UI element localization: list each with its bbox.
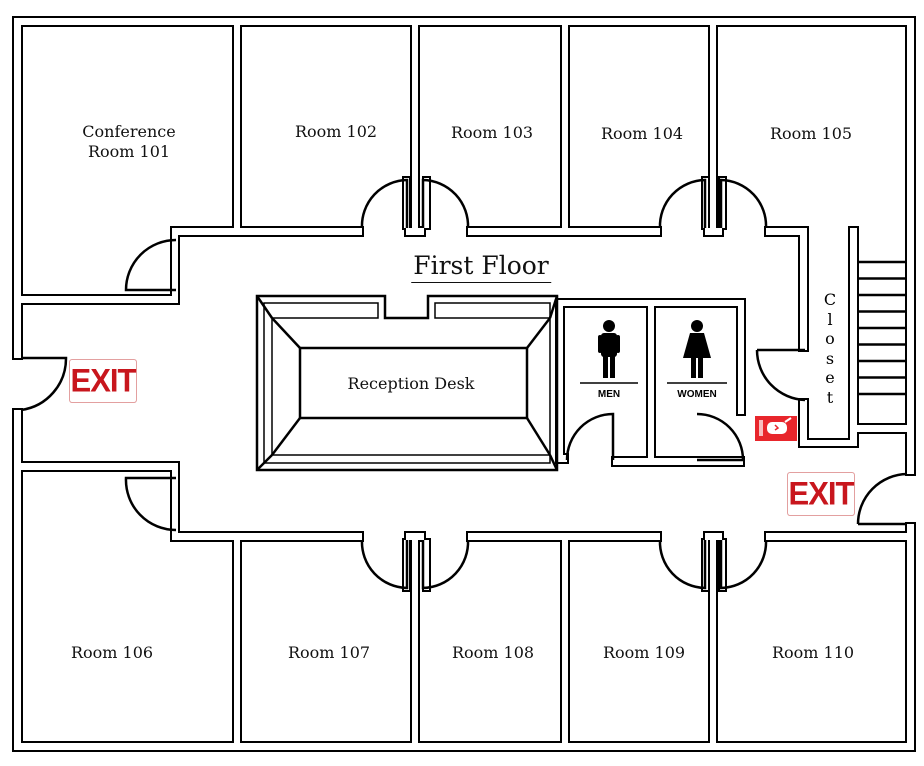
wall xyxy=(720,178,725,228)
room-107-label[interactable]: Room 107 xyxy=(287,643,371,662)
wall xyxy=(800,228,807,350)
door-left-exit xyxy=(20,356,68,412)
room-101-label-line1: Conference xyxy=(82,122,176,141)
wall xyxy=(648,300,654,460)
door-closet xyxy=(755,349,806,402)
wall xyxy=(720,540,725,590)
wall xyxy=(907,18,914,474)
wall xyxy=(705,228,722,235)
closet-letter: t xyxy=(826,387,834,407)
wall xyxy=(21,463,176,470)
room-110-label[interactable]: Room 110 xyxy=(771,643,855,662)
wall xyxy=(234,540,240,743)
wall xyxy=(468,228,660,235)
closet-letter: o xyxy=(825,329,835,348)
door-106 xyxy=(124,476,177,532)
door-women xyxy=(696,412,745,462)
wall xyxy=(172,228,362,235)
wall xyxy=(557,300,563,460)
closet-letter: s xyxy=(825,348,835,368)
closet-letter: C xyxy=(823,290,837,309)
wall xyxy=(800,440,857,446)
wall xyxy=(850,425,907,432)
door-107 xyxy=(360,539,409,590)
reception-desk-shape xyxy=(255,294,559,472)
room-108-label[interactable]: Room 108 xyxy=(451,643,535,662)
closet-letter: e xyxy=(825,368,835,387)
wall xyxy=(424,178,429,228)
wall xyxy=(412,25,418,228)
door-105 xyxy=(719,178,768,229)
wall xyxy=(14,410,21,750)
door-103 xyxy=(421,178,470,229)
women-icon xyxy=(667,320,727,384)
door-102 xyxy=(360,178,409,229)
wall xyxy=(14,743,914,750)
wall xyxy=(234,25,240,228)
room-105-label[interactable]: Room 105 xyxy=(769,124,853,143)
fire-extinguisher-icon xyxy=(755,416,797,441)
exit-sign-left: EXIT xyxy=(69,358,137,404)
wall xyxy=(468,533,660,540)
reception-desk-label[interactable]: Reception Desk xyxy=(347,374,475,393)
wall xyxy=(412,540,418,743)
wall xyxy=(21,296,176,303)
door-104 xyxy=(658,178,707,229)
exit-sign-right: EXIT xyxy=(787,471,855,517)
room-101-label-line2: Room 101 xyxy=(87,142,171,161)
wall xyxy=(424,540,429,590)
door-109 xyxy=(658,539,707,590)
wall xyxy=(800,400,807,445)
room-101-label[interactable]: Conference Room 101 xyxy=(82,122,175,162)
wall xyxy=(406,228,424,235)
floor-title: First Floor xyxy=(411,251,551,283)
wall xyxy=(907,524,914,750)
door-110 xyxy=(719,539,768,590)
men-icon xyxy=(580,320,638,384)
door-men xyxy=(565,412,615,461)
wall xyxy=(14,18,914,25)
wall xyxy=(766,228,807,235)
wall xyxy=(710,25,716,228)
door-108 xyxy=(421,539,470,590)
room-102-label[interactable]: Room 102 xyxy=(294,122,378,141)
wall xyxy=(562,25,568,228)
wall xyxy=(172,228,178,303)
closet-letter: l xyxy=(827,309,833,329)
room-104-label[interactable]: Room 104 xyxy=(600,124,684,143)
wall xyxy=(738,300,744,414)
room-109-label[interactable]: Room 109 xyxy=(602,643,686,662)
wall xyxy=(766,533,914,540)
room-106-label[interactable]: Room 106 xyxy=(70,643,154,662)
wall xyxy=(710,540,716,743)
wall xyxy=(172,533,362,540)
wall xyxy=(562,540,568,743)
wall xyxy=(172,463,178,540)
wall xyxy=(850,228,857,446)
door-101 xyxy=(124,238,177,292)
wall xyxy=(613,458,743,465)
stairs xyxy=(857,260,907,396)
wall xyxy=(557,455,567,462)
wall xyxy=(14,18,21,358)
men-restroom-label[interactable]: MEN xyxy=(597,389,621,400)
women-restroom-label[interactable]: WOMEN xyxy=(677,389,717,400)
wall xyxy=(705,533,722,540)
door-swings xyxy=(20,178,908,590)
wall xyxy=(406,533,424,540)
room-103-label[interactable]: Room 103 xyxy=(450,123,534,142)
door-right-exit xyxy=(856,472,908,525)
